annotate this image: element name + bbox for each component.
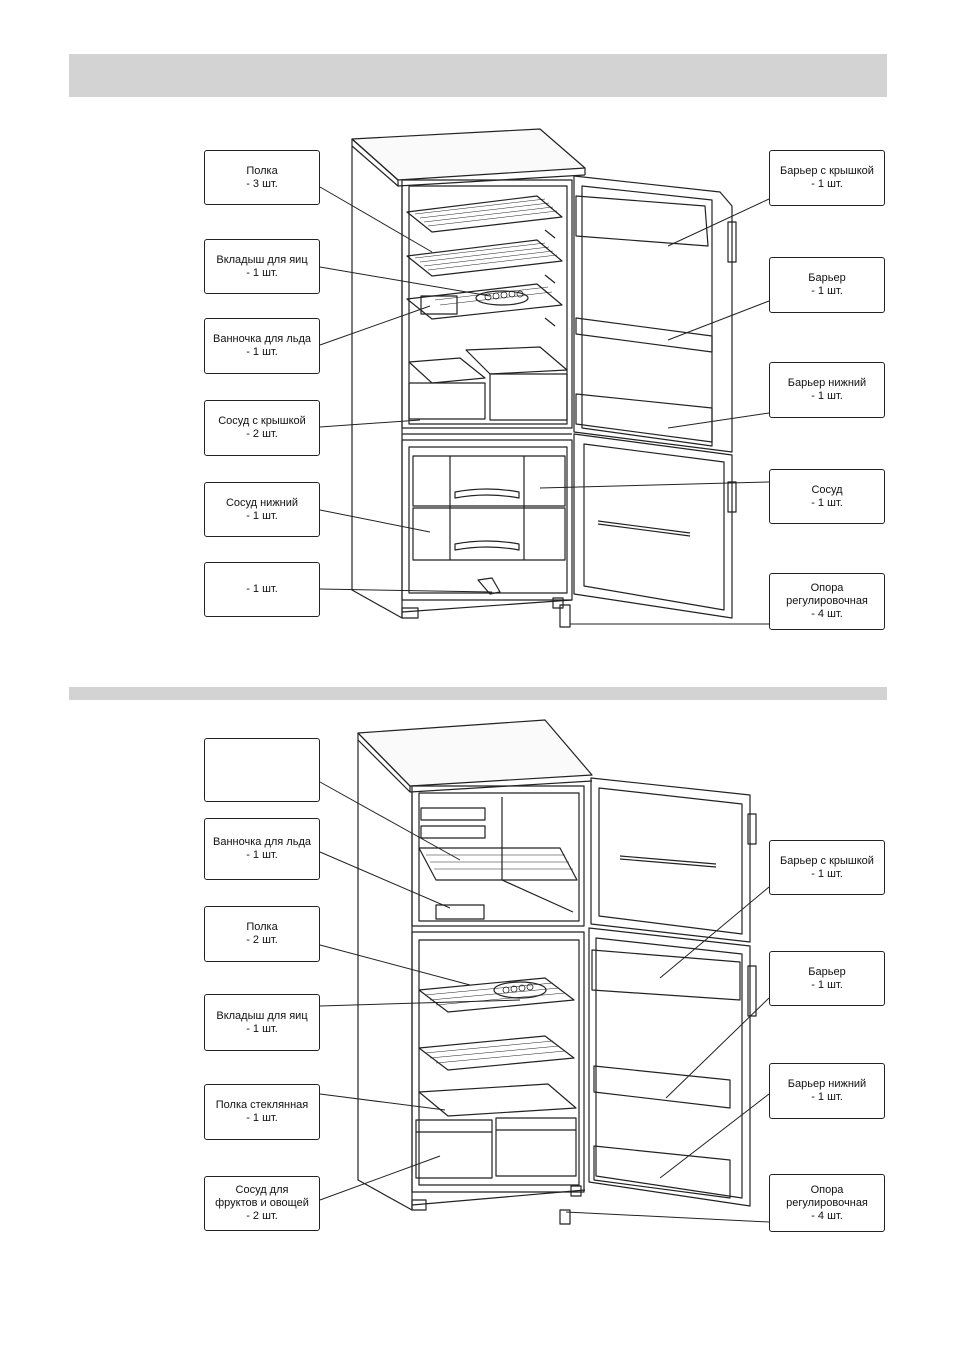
leader-lines-2 (319, 781, 770, 1223)
fridge-2-body (357, 719, 757, 1225)
label-qty: - 1 шт. (246, 1112, 278, 1124)
label-qty: - 1 шт. (246, 509, 278, 522)
label-qty: - 2 шт. (246, 934, 278, 946)
label-door-barrier-lower: Барьер нижний - 1 шт. (769, 362, 885, 418)
label-name: Ванночка для льда (213, 836, 311, 848)
label-name: Барьер с крышкой (780, 165, 874, 177)
label-qty: - 1 шт. (246, 346, 278, 358)
label-name: Сосуд нижний (225, 496, 299, 509)
label-qty: - 2 шт. (246, 428, 278, 440)
label-door-barrier-lid: Барьер с крышкой - 1 шт. (769, 150, 885, 206)
label-name: Опора (810, 582, 844, 594)
label-name: Вкладыш для яиц (216, 1009, 308, 1022)
label-qty: - 3 шт. (246, 177, 278, 190)
label-name: Барьер (808, 272, 846, 284)
label-egg-insert: Вкладыш для яиц - 1 шт. (204, 239, 320, 294)
label-qty: - 1 шт. (246, 849, 278, 861)
leader-lines-1 (319, 186, 770, 625)
label-name: Полка (246, 921, 278, 933)
label-unnamed-part: - 1 шт. (204, 562, 320, 617)
label-door-barrier: Барьер - 1 шт. (769, 257, 885, 313)
fridge-1-body (351, 128, 737, 628)
label-name-line2: регулировочная (786, 1196, 868, 1209)
label-qty: - 4 шт. (811, 1209, 843, 1222)
label-name: Сосуд для (235, 1184, 289, 1196)
label-lower-container: Сосуд нижний - 1 шт. (204, 482, 320, 537)
label-name-line2: регулировочная (786, 595, 868, 607)
label-qty: - 1 шт. (811, 390, 843, 402)
label-name: Сосуд (811, 483, 843, 496)
label-vegetable-container: Сосуд для фруктов и овощей - 2 шт. (204, 1176, 320, 1231)
label-door-barrier-lid: Барьер с крышкой - 1 шт. (769, 840, 885, 895)
label-adjustable-foot: Опора регулировочная - 4 шт. (769, 1174, 885, 1232)
label-qty: - 2 шт. (246, 1210, 278, 1222)
label-adjustable-foot: Опора регулировочная - 4 шт. (769, 573, 885, 630)
label-name: Ванночка для льда (213, 333, 311, 345)
label-container: Сосуд - 1 шт. (769, 469, 885, 524)
label-door-barrier-lower: Барьер нижний - 1 шт. (769, 1063, 885, 1119)
label-qty: - 1 шт. (246, 583, 278, 595)
label-lidded-container: Сосуд с крышкой - 2 шт. (204, 400, 320, 456)
label-name: Опора (810, 1183, 844, 1196)
label-door-barrier: Барьер - 1 шт. (769, 951, 885, 1006)
label-name: Полка (246, 164, 278, 177)
label-shelf-3: Полка - 3 шт. (204, 150, 320, 205)
label-qty: - 1 шт. (811, 1091, 843, 1103)
label-qty: - 1 шт. (811, 496, 843, 509)
label-ice-tray: Ванночка для льда - 1 шт. (204, 318, 320, 374)
label-qty: - 1 шт. (811, 867, 843, 880)
label-qty: - 4 шт. (811, 608, 843, 620)
header-bar-top (69, 54, 887, 97)
label-ice-tray: Ванночка для льда - 1 шт. (204, 818, 320, 880)
label-qty: - 1 шт. (811, 285, 843, 297)
label-qty: - 1 шт. (246, 266, 278, 279)
label-qty: - 1 шт. (246, 1022, 278, 1035)
label-unnamed-part (204, 738, 320, 802)
label-name: Вкладыш для яиц (216, 253, 308, 266)
label-name: Сосуд с крышкой (218, 415, 306, 427)
label-name: Барьер с крышкой (780, 854, 874, 867)
label-name: Полка стеклянная (215, 1099, 309, 1111)
header-bar-bottom (69, 687, 887, 700)
label-qty: - 1 шт. (811, 978, 843, 991)
label-shelf-2: Полка - 2 шт. (204, 906, 320, 962)
label-qty: - 1 шт. (811, 178, 843, 190)
label-egg-insert: Вкладыш для яиц - 1 шт. (204, 994, 320, 1051)
label-name: Барьер нижний (787, 377, 867, 389)
label-glass-shelf: Полка стеклянная - 1 шт. (204, 1084, 320, 1140)
label-name-line2: фруктов и овощей (215, 1197, 309, 1209)
label-name: Барьер (808, 965, 846, 978)
label-name: Барьер нижний (787, 1078, 867, 1090)
